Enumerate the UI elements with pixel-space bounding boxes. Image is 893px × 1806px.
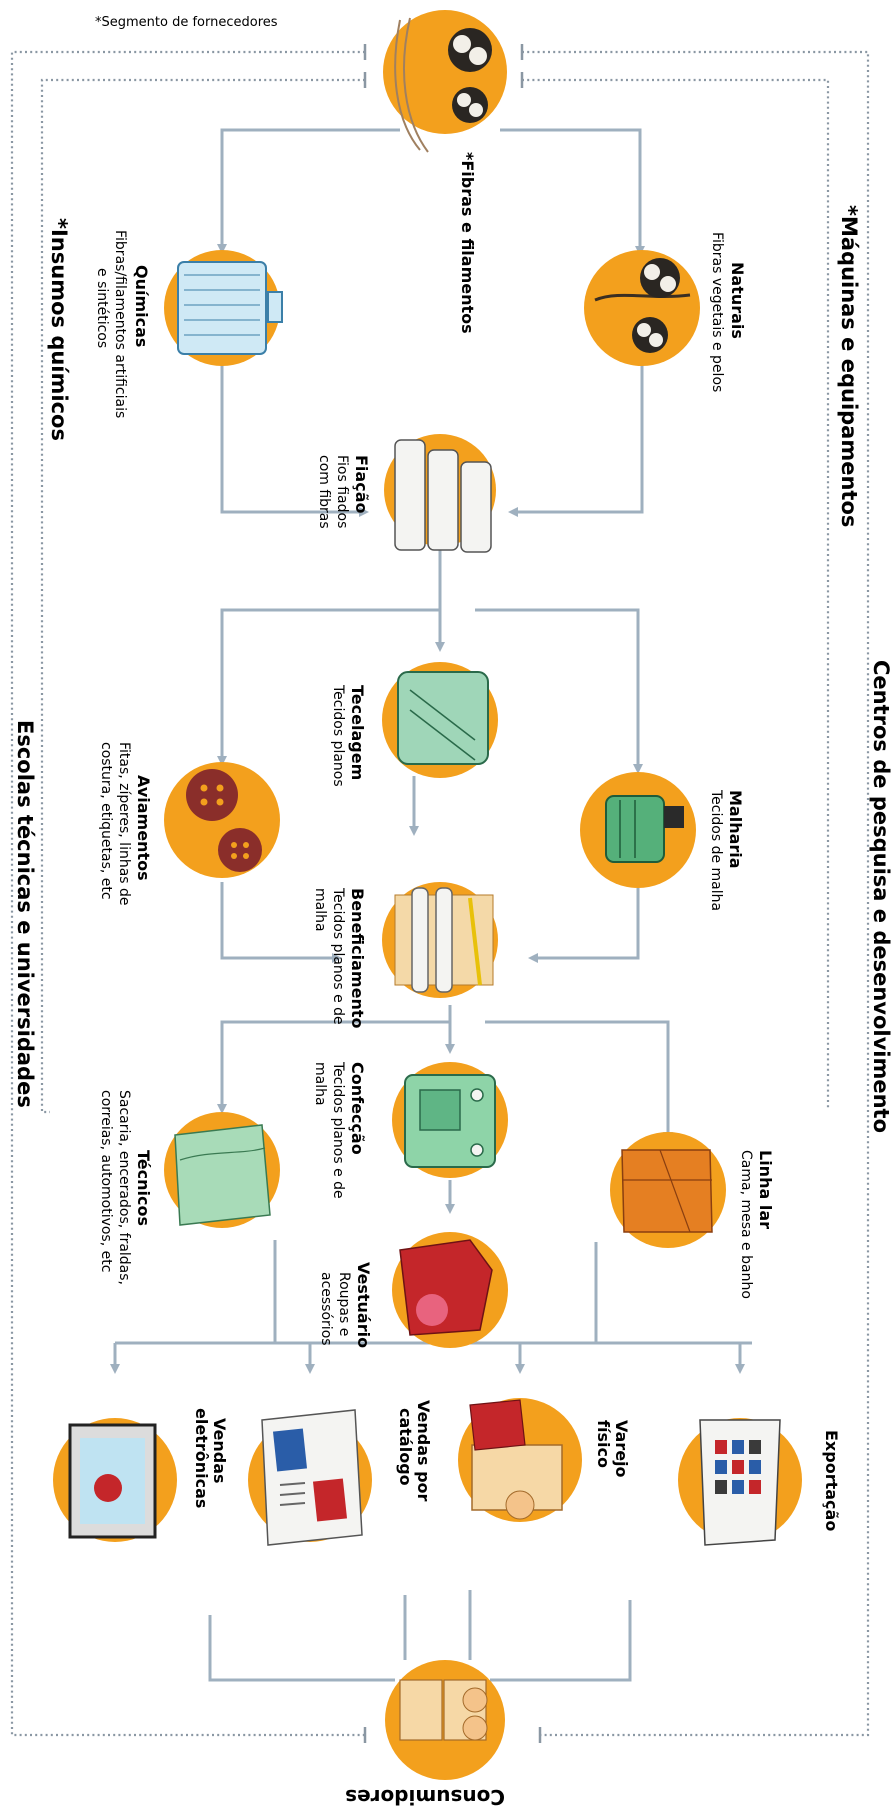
eletronicas-title-1: Vendas <box>210 1418 229 1484</box>
node-varejo: Varejo físico <box>458 1398 631 1522</box>
shirt-icon <box>399 1239 493 1336</box>
sewing-machine-icon <box>404 1074 496 1168</box>
exportacao-title: Exportação <box>822 1430 841 1531</box>
tecelagem-title: Tecelagem <box>348 685 367 780</box>
tecelagem-sub: Tecidos planos <box>330 684 346 787</box>
aviamentos-title: Aviamentos <box>134 775 153 881</box>
fibras-title: *Fibras e filamentos <box>458 152 477 334</box>
eletronicas-title-2: eletrônicas <box>192 1408 211 1508</box>
linhalar-title: Linha lar <box>756 1150 775 1229</box>
computer-screen-icon <box>68 1423 157 1539</box>
node-fibras: *Fibras e filamentos <box>383 10 507 334</box>
node-eletronicas: Vendas eletrônicas <box>53 1408 229 1542</box>
centros-pesquisa-label: Centros de pesquisa e desenvolvimento <box>869 660 893 1133</box>
quimicas-sub-1: Fibras/filamentos artificiais <box>112 230 128 418</box>
knitting-machine-icon <box>605 795 684 863</box>
varejo-title-1: Varejo <box>612 1420 631 1478</box>
cotton-plant-icon <box>594 258 691 353</box>
node-naturais: Naturais Fibras vegetais e pelos <box>584 232 747 392</box>
vestuario-sub-1: Roupas e <box>336 1272 352 1336</box>
node-confeccao: Confecção Tecidos planos e de malha <box>312 1061 508 1199</box>
beneficiamento-sub-2: malha <box>312 888 328 932</box>
catalog-icon <box>261 1409 363 1546</box>
node-fiacao: Fiação Fios fiados com fibras <box>316 434 496 553</box>
store-counter-icon <box>469 1399 563 1520</box>
vestuario-sub-2: acessórios <box>318 1272 334 1346</box>
fiacao-sub-2: com fibras <box>316 455 332 529</box>
folded-linen-icon <box>621 1149 713 1233</box>
fiacao-sub-1: Fios fiados <box>334 455 350 528</box>
catalogo-title-2: catálogo <box>396 1408 415 1486</box>
shopping-bags-icon <box>399 1679 488 1741</box>
node-consumidores: Consumidores <box>345 1660 505 1806</box>
maquinas-equipamentos-label: *Máquinas e equipamentos <box>837 205 861 527</box>
rollers-icon <box>394 887 494 993</box>
escolas-tecnicas-label: Escolas técnicas e universidades <box>13 720 37 1108</box>
confeccao-sub-2: malha <box>312 1062 328 1106</box>
buttons-icon <box>186 769 262 872</box>
catalogo-title-1: Vendas por <box>414 1400 433 1502</box>
supplier-segment-note: *Segmento de fornecedores <box>95 15 278 30</box>
flow-arrows <box>110 128 752 1682</box>
varejo-title-2: físico <box>594 1420 613 1468</box>
tecnicos-sub-2: correias, automotivos, etc <box>98 1090 114 1272</box>
malharia-title: Malharia <box>726 790 745 869</box>
tecnicos-sub-1: Sacaria, encerados, fraldas, <box>116 1090 132 1285</box>
node-aviamentos: Aviamentos Fitas, zíperes, linhas de cos… <box>98 742 280 906</box>
fiacao-title: Fiação <box>352 455 371 513</box>
beneficiamento-title: Beneficiamento <box>348 888 367 1028</box>
node-catalogo: Vendas por catálogo <box>248 1400 433 1546</box>
linhalar-sub: Cama, mesa e banho <box>738 1150 754 1299</box>
node-tecnicos: Técnicos Sacaria, encerados, fraldas, co… <box>98 1090 280 1285</box>
tecnicos-title: Técnicos <box>134 1150 153 1226</box>
beneficiamento-sub-1: Tecidos planos e de <box>330 887 346 1025</box>
naturais-sub: Fibras vegetais e pelos <box>709 232 725 392</box>
consumidores-title: Consumidores <box>345 1785 505 1806</box>
insumos-quimicos-label: *Insumos químicos <box>47 218 71 441</box>
quimicas-sub-2: e sintéticos <box>94 268 110 348</box>
node-linhalar: Linha lar Cama, mesa e banho <box>610 1132 775 1299</box>
node-beneficiamento: Beneficiamento Tecidos planos e de malha <box>312 882 498 1028</box>
node-vestuario: Vestuário Roupas e acessórios <box>318 1232 508 1348</box>
node-malharia: Malharia Tecidos de malha <box>580 772 745 911</box>
confeccao-sub-1: Tecidos planos e de <box>330 1061 346 1199</box>
dotted-connectors <box>10 44 870 1743</box>
aviamentos-sub-2: costura, etiquetas, etc <box>98 742 114 900</box>
loom-icon <box>397 671 489 765</box>
yarn-cones-icon <box>394 439 492 553</box>
quimicas-title: Químicas <box>132 265 151 347</box>
cargo-ship-icon <box>699 1419 781 1546</box>
cotton-fiber-icon <box>394 17 492 153</box>
naturais-title: Naturais <box>728 262 747 339</box>
node-tecelagem: Tecelagem Tecidos planos <box>330 662 498 787</box>
node-exportacao: Exportação <box>678 1418 841 1546</box>
yarn-spool-icon <box>177 261 283 355</box>
aviamentos-sub-1: Fitas, zíperes, linhas de <box>116 742 132 906</box>
vestuario-title: Vestuário <box>354 1262 373 1348</box>
node-quimicas: Químicas Fibras/filamentos artificiais e… <box>94 230 283 418</box>
malharia-sub: Tecidos de malha <box>708 789 724 911</box>
confeccao-title: Confecção <box>348 1062 367 1155</box>
folded-fabric-icon <box>174 1124 271 1226</box>
